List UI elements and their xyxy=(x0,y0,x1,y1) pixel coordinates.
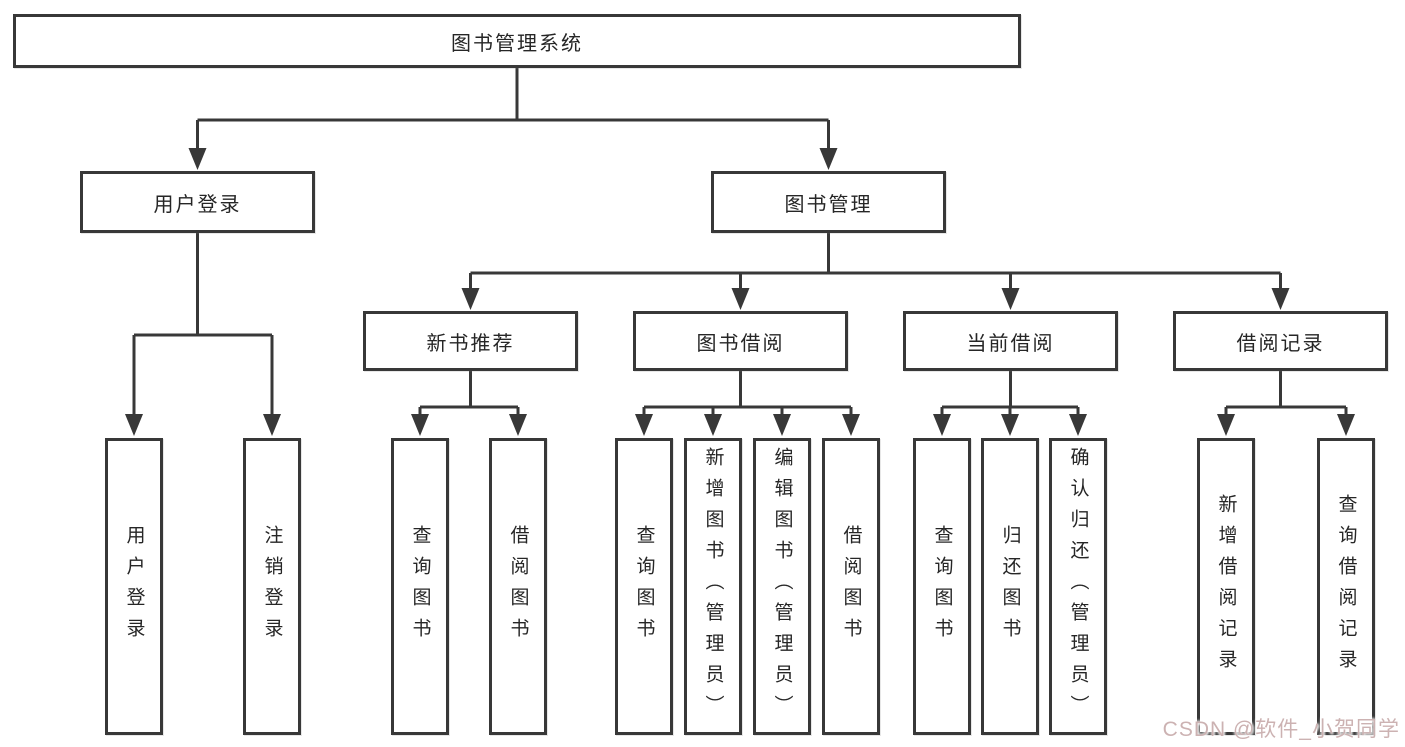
node-label: 新增借阅记录 xyxy=(1215,493,1237,680)
leaf-recommend-query-book: 查询图书 xyxy=(391,438,449,735)
node-current-borrowing: 当前借阅 xyxy=(903,311,1118,371)
leaf-recommend-borrow-book: 借阅图书 xyxy=(489,438,547,735)
node-label: 归还图书 xyxy=(999,524,1021,649)
node-label: 查询图书 xyxy=(931,524,953,649)
leaf-add-book-admin: 新增图书（管理员） xyxy=(684,438,742,735)
node-label: 当前借阅 xyxy=(966,332,1055,355)
leaf-edit-book-admin: 编辑图书（管理员） xyxy=(753,438,811,735)
node-label: 注销登录 xyxy=(261,524,283,649)
node-label: 编辑图书（管理员） xyxy=(771,447,793,726)
leaf-add-borrow-record: 新增借阅记录 xyxy=(1197,438,1255,735)
csdn-watermark: CSDN @软件_小贺同学 xyxy=(1162,718,1400,741)
connector-stroke xyxy=(132,68,1348,414)
node-new-book-recommendation: 新书推荐 xyxy=(363,311,578,371)
node-label: 新书推荐 xyxy=(426,332,515,355)
node-label: 借阅记录 xyxy=(1236,332,1325,355)
node-label: 图书管理系统 xyxy=(451,32,583,55)
node-borrowing-records: 借阅记录 xyxy=(1173,311,1388,371)
node-label: 借阅图书 xyxy=(840,524,862,649)
node-label: 用户登录 xyxy=(123,524,145,649)
node-label: 查询图书 xyxy=(409,524,431,649)
node-label: 确认归还（管理员） xyxy=(1067,447,1089,726)
leaf-return-book: 归还图书 xyxy=(981,438,1039,735)
node-label: 查询图书 xyxy=(633,524,655,649)
leaf-query-borrow-record: 查询借阅记录 xyxy=(1317,438,1375,735)
node-library-management-system: 图书管理系统 xyxy=(13,14,1021,68)
node-label: 查询借阅记录 xyxy=(1335,493,1357,680)
node-label: 新增图书（管理员） xyxy=(702,447,724,726)
node-book-management: 图书管理 xyxy=(711,171,946,233)
node-book-borrowing: 图书借阅 xyxy=(633,311,848,371)
leaf-user-login: 用户登录 xyxy=(105,438,163,735)
node-user-login: 用户登录 xyxy=(80,171,315,233)
leaf-borrowing-query-book: 查询图书 xyxy=(615,438,673,735)
leaf-current-query-book: 查询图书 xyxy=(913,438,971,735)
arrowhead-icons xyxy=(125,148,1355,436)
node-label: 用户登录 xyxy=(153,193,242,216)
node-label: 借阅图书 xyxy=(507,524,529,649)
node-label: 图书借阅 xyxy=(696,332,785,355)
node-label: 图书管理 xyxy=(784,193,873,216)
leaf-confirm-return-admin: 确认归还（管理员） xyxy=(1049,438,1107,735)
leaf-borrowing-borrow-book: 借阅图书 xyxy=(822,438,880,735)
leaf-logout: 注销登录 xyxy=(243,438,301,735)
